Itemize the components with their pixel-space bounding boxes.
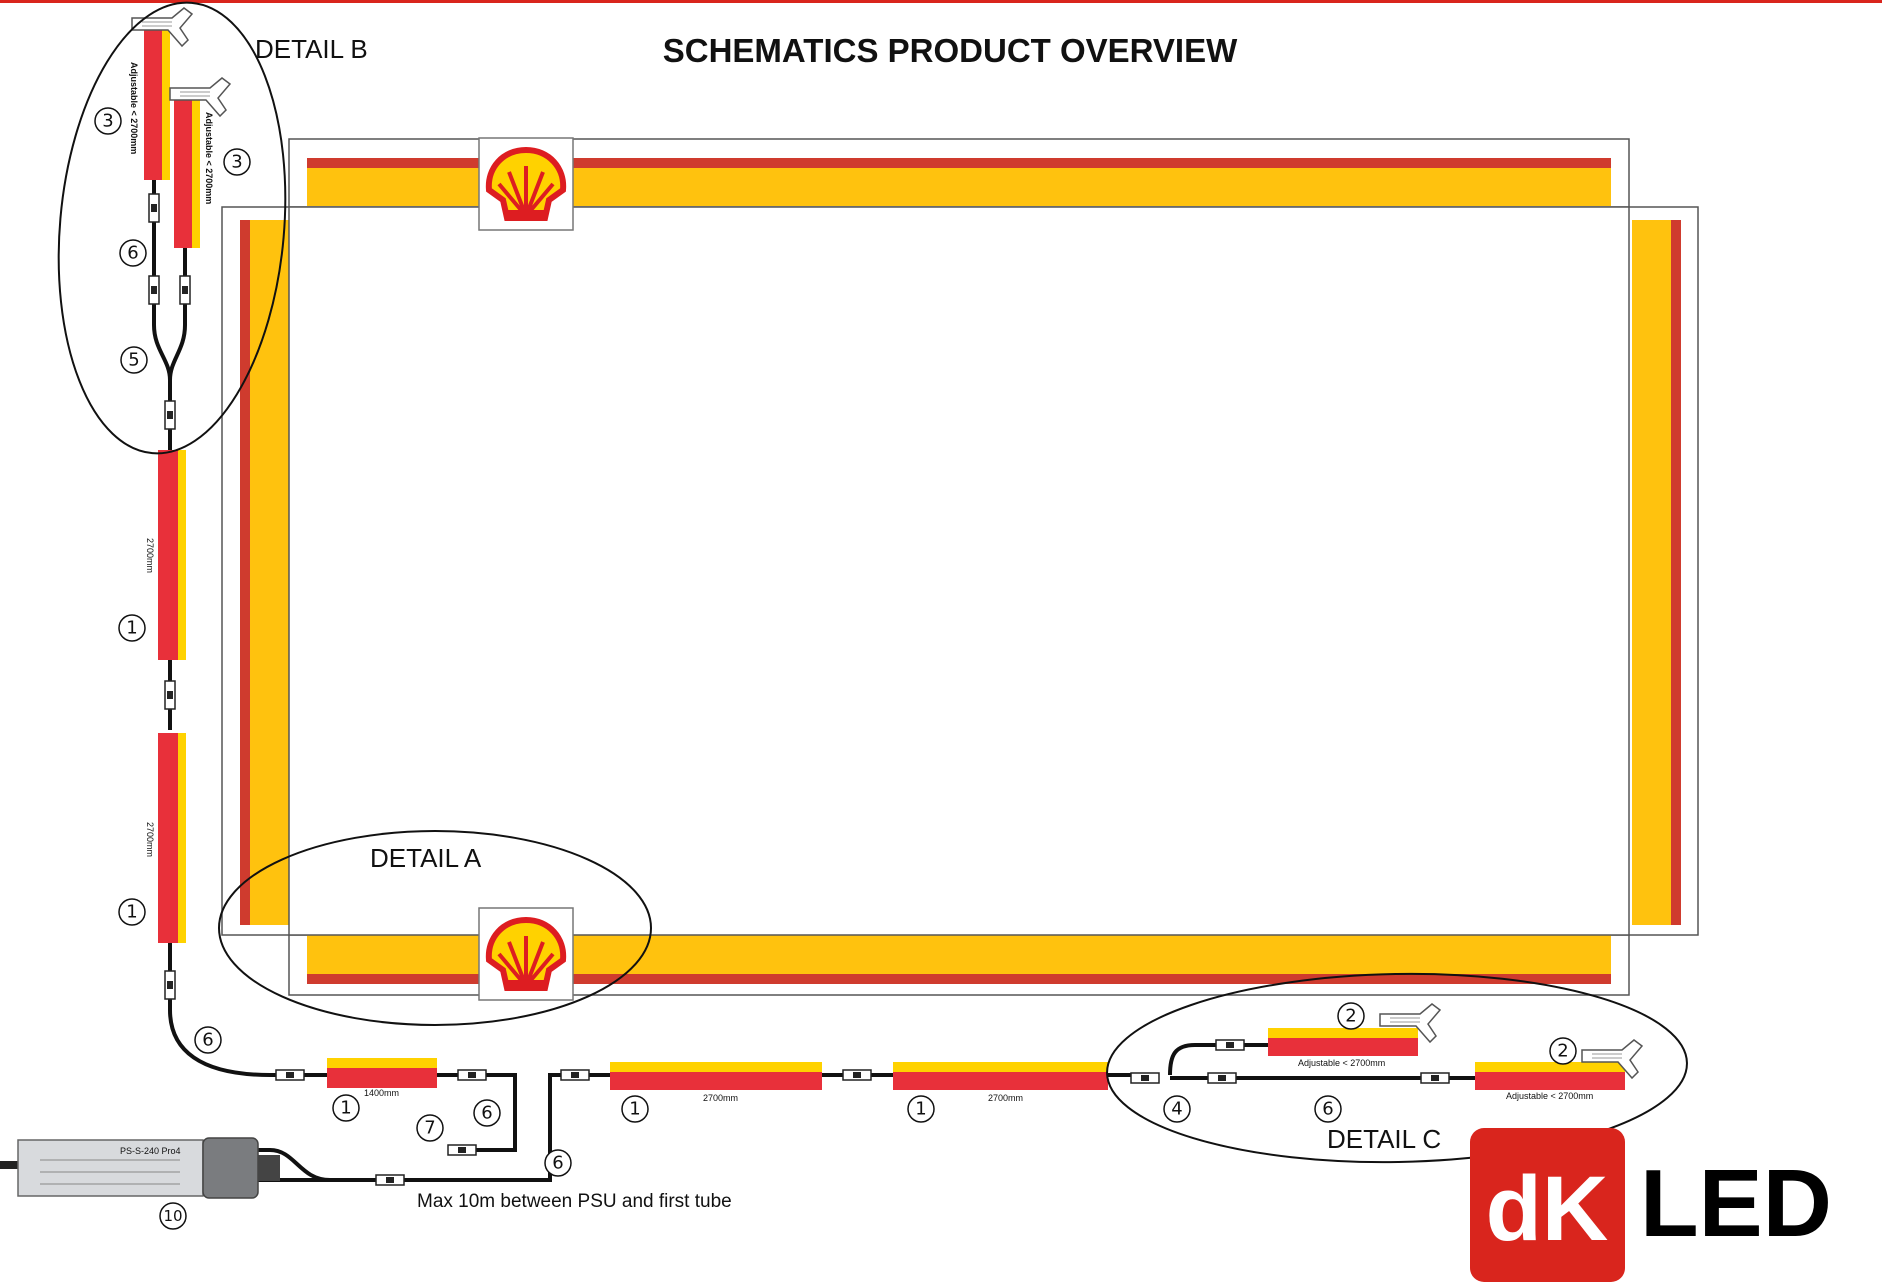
- callout-2a: 2: [1345, 1006, 1356, 1027]
- shell-logo-top: [479, 138, 573, 230]
- adjustable-label-c1: Adjustable < 2700mm: [1298, 1058, 1385, 1068]
- callout-6d: 6: [552, 1153, 563, 1174]
- power-supply-unit: [0, 1137, 280, 1199]
- led-wordmark: LED: [1640, 1150, 1832, 1257]
- detail-c-ellipse: [1106, 972, 1688, 1164]
- detail-b-label: DETAIL B: [255, 34, 368, 64]
- callout-3a: 3: [102, 111, 113, 132]
- len-label-bottom-2: 2700mm: [988, 1093, 1023, 1103]
- sign-frame: [221, 138, 1699, 1000]
- callout-7: 7: [424, 1118, 435, 1139]
- callout-4: 4: [1171, 1099, 1182, 1120]
- callout-1c: 1: [340, 1098, 351, 1119]
- adjustable-label-b1: Adjustable < 2700mm: [129, 62, 139, 154]
- callout-6c: 6: [481, 1103, 492, 1124]
- callout-1d: 1: [629, 1099, 640, 1120]
- callout-2b: 2: [1557, 1041, 1568, 1062]
- len-label-left-2: 2700mm: [145, 822, 155, 857]
- psu-label: PS-S-240 Pro4: [120, 1146, 181, 1156]
- detail-b-ellipse: [57, 1, 287, 455]
- shell-logo-bottom: [479, 908, 573, 1000]
- dk-mark: dK: [1486, 1158, 1609, 1260]
- len-label-bottom-1: 2700mm: [703, 1093, 738, 1103]
- detail-a-label: DETAIL A: [370, 843, 482, 873]
- callout-6b: 6: [202, 1030, 213, 1051]
- left-tube-chain: [152, 175, 330, 1077]
- dk-led-logo: dK LED: [1470, 1128, 1832, 1282]
- callout-numbers: [94, 107, 1577, 1230]
- psu-distance-note: Max 10m between PSU and first tube: [417, 1191, 732, 1212]
- callout-6a: 6: [127, 243, 138, 264]
- callout-1e: 1: [915, 1099, 926, 1120]
- callout-1a: 1: [126, 618, 137, 639]
- detail-a-ellipse: [218, 830, 652, 1026]
- callout-6e: 6: [1322, 1099, 1333, 1120]
- adjustable-label-b2: Adjustable < 2700mm: [204, 112, 214, 204]
- len-label-left-1: 2700mm: [145, 538, 155, 573]
- detail-c-label: DETAIL C: [1327, 1124, 1441, 1154]
- callout-3b: 3: [231, 152, 242, 173]
- callout-5: 5: [128, 350, 139, 371]
- adjustable-label-c2: Adjustable < 2700mm: [1506, 1091, 1593, 1101]
- callout-10: 10: [163, 1207, 182, 1225]
- top-accent-line: [0, 0, 1882, 3]
- page-title: SCHEMATICS PRODUCT OVERVIEW: [663, 32, 1238, 69]
- callout-1b: 1: [126, 902, 137, 923]
- len-label-1400: 1400mm: [364, 1088, 399, 1098]
